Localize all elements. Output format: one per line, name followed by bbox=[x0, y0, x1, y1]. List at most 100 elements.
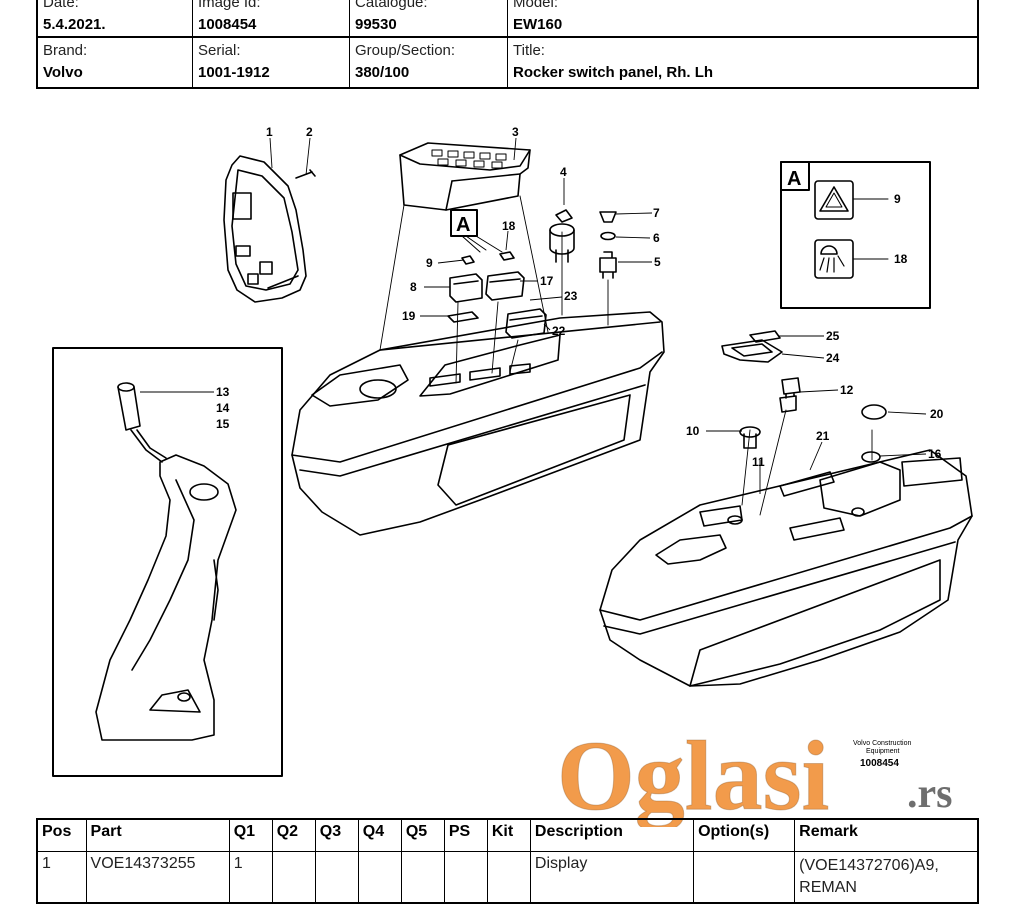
oglasi-watermark: Oglasi .rs bbox=[557, 720, 953, 828]
cell-q4 bbox=[357, 851, 402, 904]
callout-19: 19 bbox=[402, 309, 416, 323]
leader-lines bbox=[140, 137, 927, 494]
rocker-switch-8 bbox=[449, 273, 483, 303]
callout-2: 2 bbox=[306, 125, 313, 139]
col-header-q2: Q2 bbox=[271, 818, 316, 852]
cell-ps bbox=[443, 851, 488, 904]
stamp-image-id: 1008454 bbox=[860, 758, 899, 769]
cell-description: Display bbox=[529, 851, 695, 904]
callout-3: 3 bbox=[512, 125, 519, 139]
callout-12: 12 bbox=[840, 383, 854, 397]
callout-18: 18 bbox=[502, 219, 516, 233]
date-cell: Date: 5.4.2021. bbox=[38, 0, 193, 36]
plug-part-20 bbox=[861, 404, 887, 420]
symbol-inset-letter-box bbox=[780, 161, 810, 191]
detail-letter: A bbox=[456, 214, 470, 236]
joystick-part bbox=[95, 382, 237, 741]
callout-8: 8 bbox=[410, 280, 417, 294]
parts-table-header: Pos Part Q1 Q2 Q3 Q4 Q5 PS Kit Descripti… bbox=[36, 818, 979, 852]
detail-letter-box bbox=[450, 209, 478, 237]
model-value: EW160 bbox=[513, 16, 563, 33]
date-label: Date: bbox=[43, 0, 79, 11]
callout-6: 6 bbox=[653, 231, 660, 245]
rocker-switch-17 bbox=[485, 271, 525, 301]
callout-24: 24 bbox=[826, 351, 840, 365]
col-header-part: Part bbox=[85, 818, 230, 852]
joystick-inset-frame bbox=[52, 347, 283, 777]
hazard-symbol-icon bbox=[814, 180, 854, 220]
ignition-switch-part bbox=[549, 209, 575, 263]
date-value: 5.4.2021. bbox=[43, 16, 106, 33]
header-row-2: Brand: Volvo Serial: 1001-1912 Group/Sec… bbox=[38, 36, 977, 87]
col-header-q4: Q4 bbox=[357, 818, 402, 852]
callout-22: 22 bbox=[552, 324, 566, 338]
callout-labels: 1 2 3 4 5 6 7 8 9 10 11 12 13 14 15 16 1… bbox=[216, 125, 944, 769]
callout-7: 7 bbox=[653, 206, 660, 220]
callout-9: 9 bbox=[426, 256, 433, 270]
table-row: 1 VOE14373255 1 Display (VOE14372706)A9,… bbox=[36, 851, 979, 904]
symbol-inset-frame bbox=[780, 161, 931, 309]
cell-q5 bbox=[400, 851, 445, 904]
screw-part bbox=[295, 169, 316, 179]
callout-15: 15 bbox=[216, 417, 230, 431]
brand-cell: Brand: Volvo bbox=[38, 36, 193, 87]
group-cell: Group/Section: 380/100 bbox=[350, 36, 508, 87]
callout-20: 20 bbox=[930, 407, 944, 421]
callout-5: 5 bbox=[654, 255, 661, 269]
display-unit-part bbox=[399, 142, 531, 211]
title-label: Title: bbox=[513, 42, 545, 59]
col-header-ps: PS bbox=[443, 818, 488, 852]
stamp-line-2: Equipment bbox=[866, 748, 900, 755]
lighter-part-10 bbox=[739, 426, 761, 449]
col-header-q1: Q1 bbox=[228, 818, 273, 852]
console-right bbox=[599, 449, 973, 687]
callout-23: 23 bbox=[564, 289, 578, 303]
catalogue-label: Catalogue: bbox=[355, 0, 428, 11]
col-header-q5: Q5 bbox=[400, 818, 445, 852]
socket-part-12 bbox=[779, 377, 801, 413]
brand-label: Brand: bbox=[43, 42, 88, 59]
cell-options bbox=[693, 851, 796, 904]
work-light-symbol-icon bbox=[814, 239, 854, 279]
cell-kit bbox=[486, 851, 531, 904]
plug-part-16 bbox=[861, 451, 881, 463]
cell-q3 bbox=[314, 851, 359, 904]
stamp-line-1: Volvo Construction bbox=[853, 740, 911, 747]
callout-16: 16 bbox=[928, 447, 942, 461]
callout-13: 13 bbox=[216, 385, 230, 399]
explosion-guide-lines bbox=[379, 195, 873, 516]
serial-label: Serial: bbox=[198, 42, 241, 59]
cell-part: VOE14373255 bbox=[85, 851, 230, 904]
catalogue-value: 99530 bbox=[355, 16, 397, 33]
callout-21: 21 bbox=[816, 429, 830, 443]
tray-part-24-25 bbox=[721, 330, 783, 363]
model-cell: Model: EW160 bbox=[508, 0, 977, 36]
cell-remark: (VOE14372706)A9, REMAN bbox=[794, 851, 979, 904]
cell-q2 bbox=[271, 851, 316, 904]
catalogue-cell: Catalogue: 99530 bbox=[350, 0, 508, 36]
callout-14: 14 bbox=[216, 401, 230, 415]
display-housing-part bbox=[223, 155, 307, 303]
serial-value: 1001-1912 bbox=[198, 64, 270, 81]
callout-25: 25 bbox=[826, 329, 840, 343]
cell-pos: 1 bbox=[36, 851, 87, 904]
inset-callout-9: 9 bbox=[894, 192, 901, 206]
inset-letter: A bbox=[787, 168, 801, 190]
group-label: Group/Section: bbox=[355, 42, 456, 59]
watermark-suffix: .rs bbox=[907, 771, 953, 817]
col-header-description: Description bbox=[529, 818, 695, 852]
callout-10: 10 bbox=[686, 424, 700, 438]
document-header: Date: 5.4.2021. Image Id: 1008454 Catalo… bbox=[36, 0, 979, 89]
image-id-label: Image Id: bbox=[198, 0, 261, 11]
watermark-text: Oglasi bbox=[557, 720, 829, 827]
callout-17: 17 bbox=[540, 274, 554, 288]
group-value: 380/100 bbox=[355, 64, 410, 81]
col-header-kit: Kit bbox=[486, 818, 531, 852]
exploded-parts-diagram: 1 2 3 4 5 6 7 8 9 10 11 12 13 14 15 16 1… bbox=[52, 125, 973, 777]
serial-cell: Serial: 1001-1912 bbox=[193, 36, 350, 87]
col-header-options: Option(s) bbox=[693, 818, 796, 852]
callout-4: 4 bbox=[560, 165, 567, 179]
model-label: Model: bbox=[513, 0, 559, 11]
title-cell: Title: Rocker switch panel, Rh. Lh bbox=[508, 36, 977, 87]
image-id-cell: Image Id: 1008454 bbox=[193, 0, 350, 36]
